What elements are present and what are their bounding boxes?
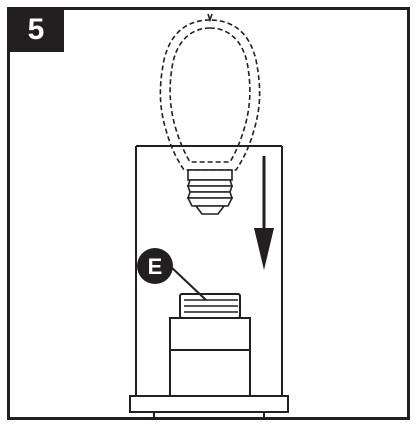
callout-circle	[137, 248, 173, 284]
panel-border	[7, 7, 410, 420]
bulb-icon	[159, 13, 261, 215]
step-number-badge: 5	[8, 8, 64, 52]
callout-leader	[169, 265, 207, 301]
down-arrow-icon	[254, 156, 274, 270]
callout-label: E	[148, 254, 163, 279]
lamp-shade	[135, 145, 283, 396]
socket-icon	[129, 293, 289, 418]
